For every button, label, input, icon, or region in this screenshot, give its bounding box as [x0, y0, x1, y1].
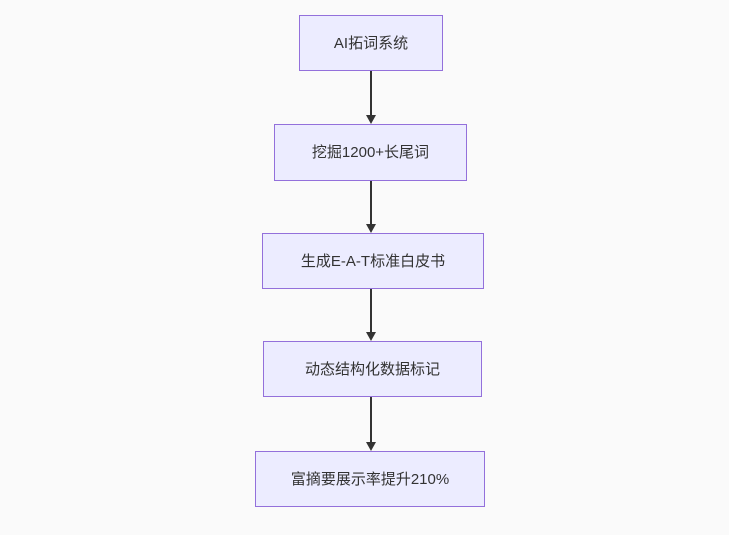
flow-node-rich-snippet-result: 富摘要展示率提升210% — [255, 451, 485, 507]
arrowhead-down-icon — [366, 224, 376, 233]
edge-step3-step4 — [366, 289, 376, 341]
flow-node-eat-whitepaper: 生成E-A-T标准白皮书 — [262, 233, 484, 289]
edge-step2-step3 — [366, 181, 376, 233]
arrow-line — [370, 181, 372, 224]
flow-node-label: 富摘要展示率提升210% — [290, 470, 450, 488]
flow-node-label: AI拓词系统 — [333, 34, 409, 52]
flow-node-ai-word-system: AI拓词系统 — [299, 15, 443, 71]
arrowhead-down-icon — [366, 442, 376, 451]
arrow-line — [370, 289, 372, 332]
flow-node-label: 动态结构化数据标记 — [304, 360, 440, 378]
edge-step1-step2 — [366, 71, 376, 124]
arrow-line — [370, 71, 372, 115]
arrow-line — [370, 397, 372, 442]
edge-step4-step5 — [366, 397, 376, 451]
flow-node-structured-data: 动态结构化数据标记 — [263, 341, 482, 397]
flow-node-label: 生成E-A-T标准白皮书 — [300, 252, 446, 270]
flow-node-label: 挖掘1200+长尾词 — [311, 144, 430, 161]
arrowhead-down-icon — [366, 332, 376, 341]
arrowhead-down-icon — [366, 115, 376, 124]
flow-node-longtail-mining: 挖掘1200+长尾词 — [274, 124, 467, 181]
